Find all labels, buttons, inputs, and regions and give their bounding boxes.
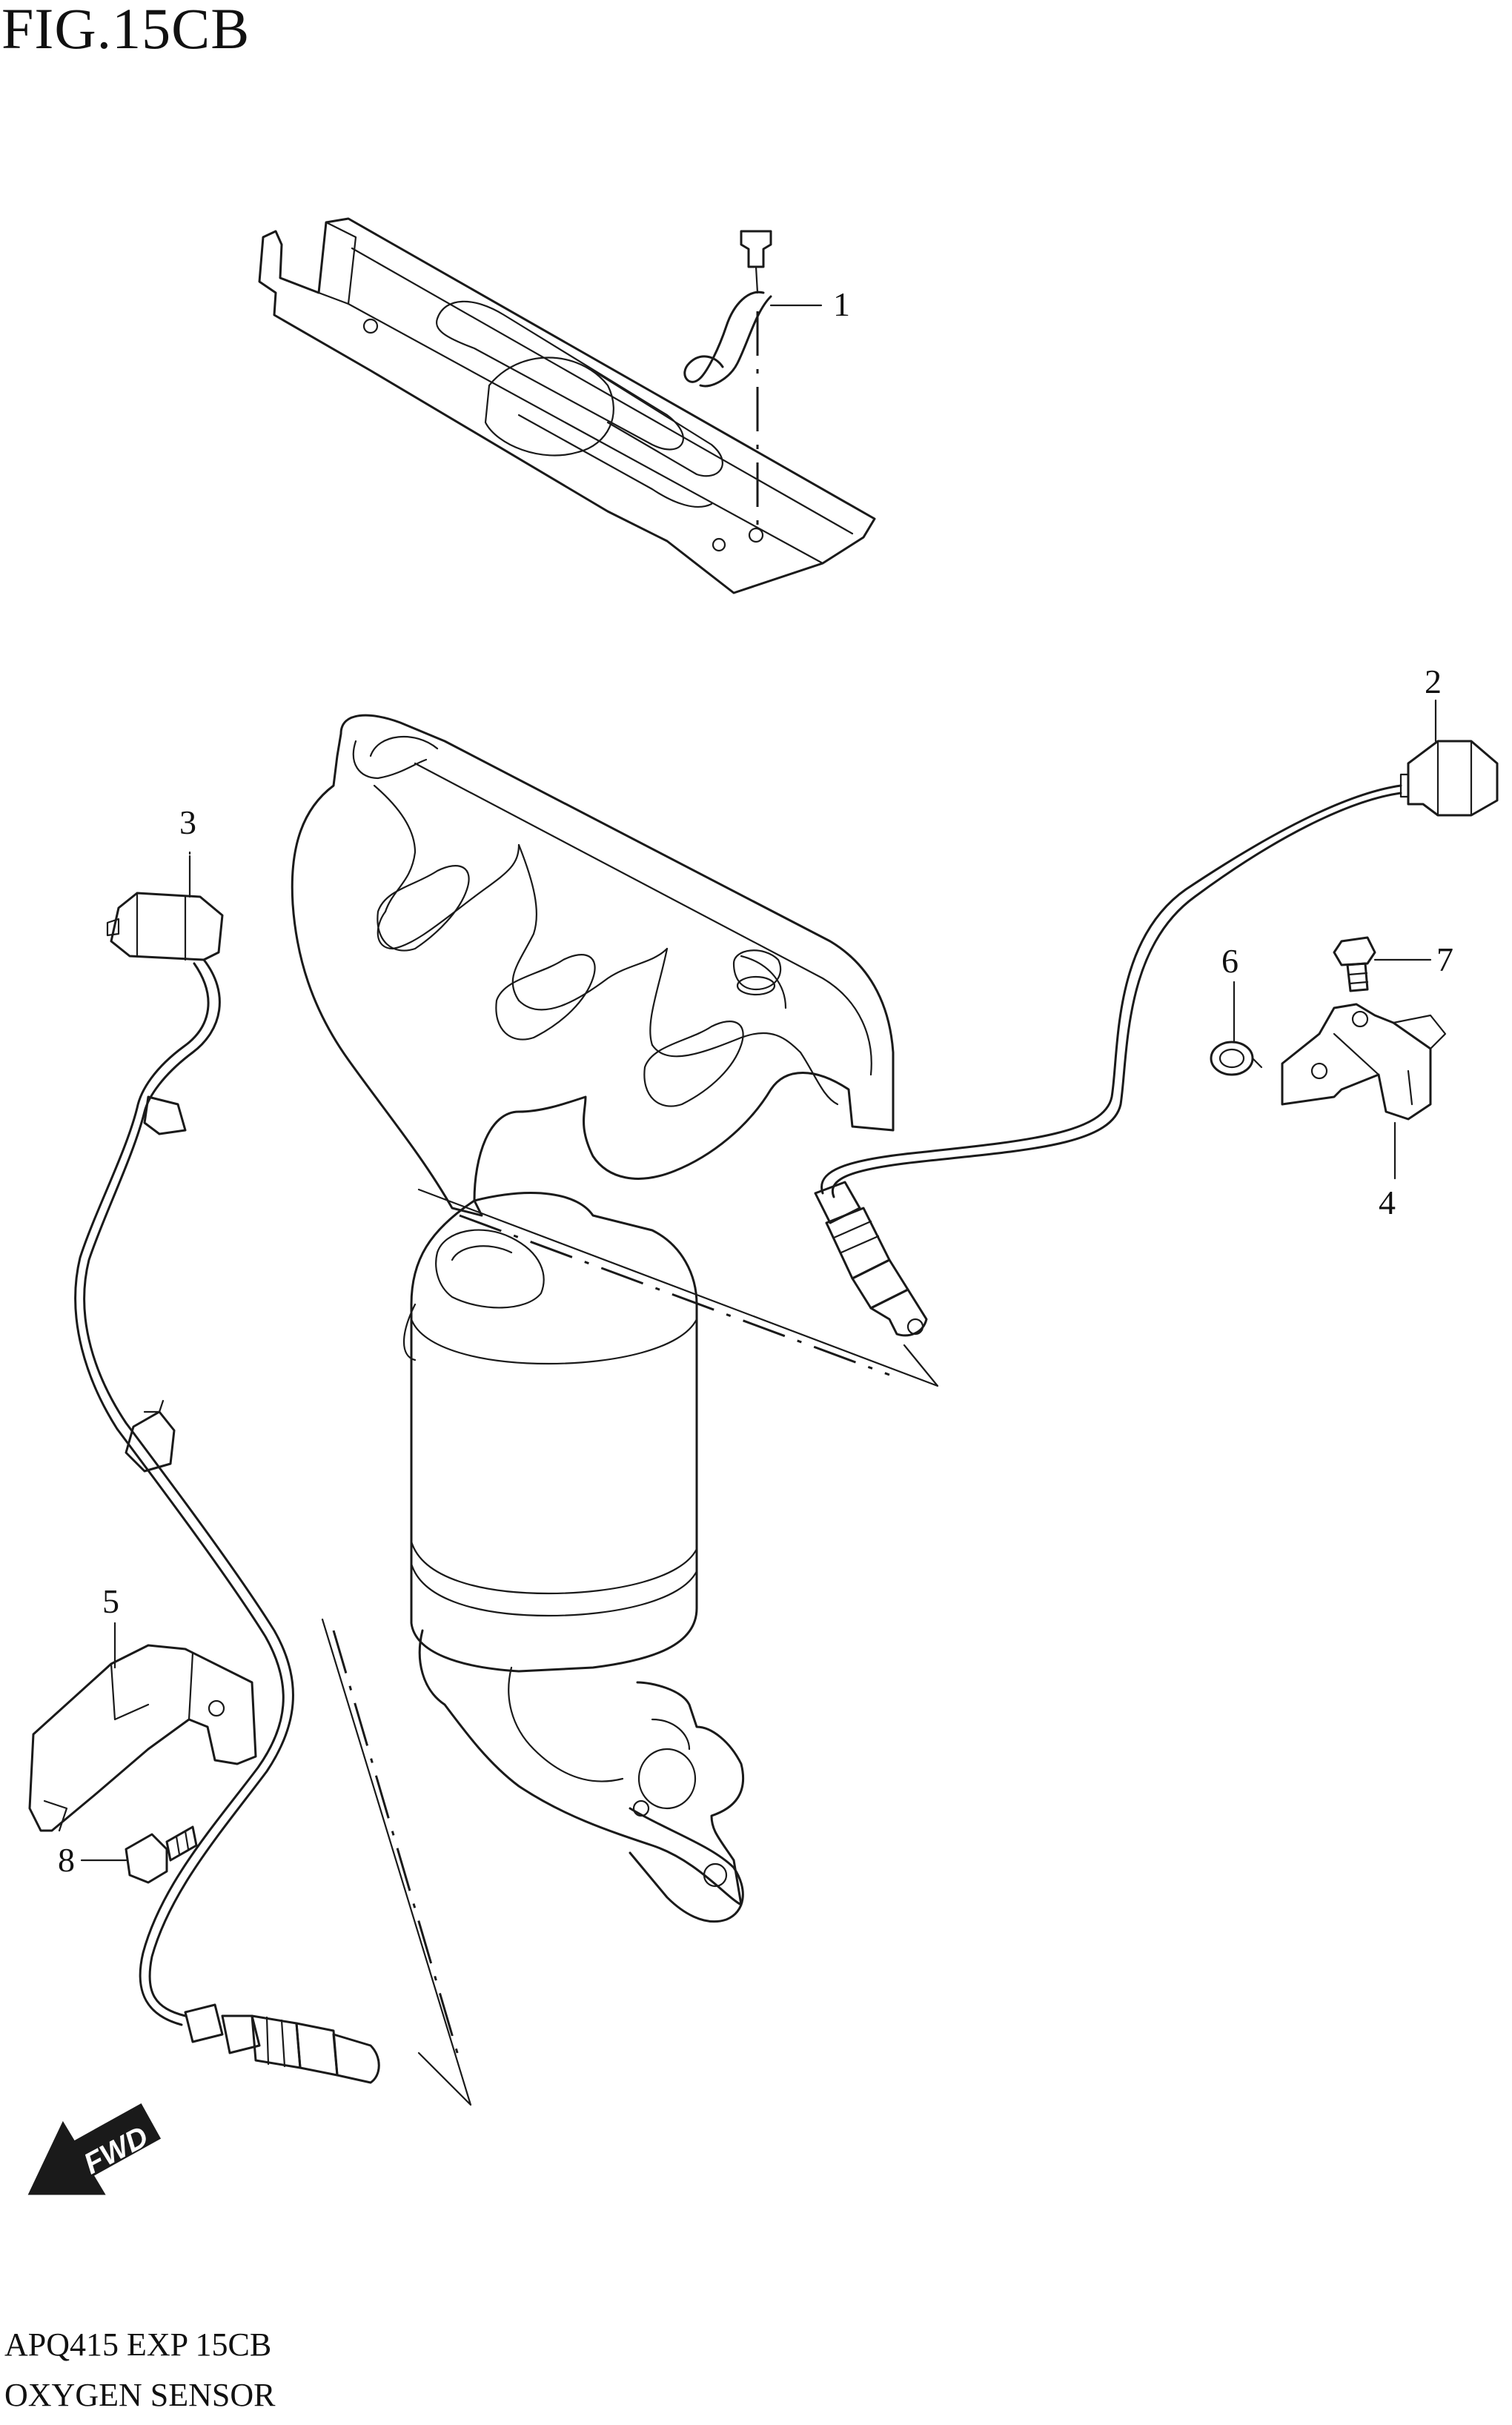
bracket-part-4: [1281, 1003, 1447, 1121]
oxygen-sensor-part-3: [74, 855, 380, 2084]
callout-2: 2: [1425, 663, 1442, 700]
fwd-arrow-icon: FWD: [27, 2103, 162, 2195]
figure-title: FIG.15CB: [1, 0, 251, 61]
reference-lines: [321, 1188, 939, 2106]
callout-5: 5: [102, 1582, 119, 1620]
bolt-part-7: [1333, 936, 1376, 992]
clamp-part-6: [1210, 1041, 1263, 1076]
heat-shield: [258, 217, 876, 594]
callout-3: 3: [179, 803, 196, 841]
footer-name: OXYGEN SENSOR: [4, 2377, 276, 2413]
callout-6: 6: [1221, 942, 1239, 980]
callout-7: 7: [1436, 941, 1453, 978]
callout-1: 1: [833, 285, 850, 323]
callout-8: 8: [58, 1841, 75, 1879]
exhaust-manifold: [291, 714, 895, 1217]
bracket-part-5: [28, 1644, 257, 1832]
catalytic-converter: [402, 1192, 745, 1923]
footer-code: APQ415 EXP 15CB: [4, 2326, 272, 2363]
bolt-part-8: [125, 1825, 198, 1884]
callout-4: 4: [1379, 1184, 1396, 1221]
clip-bolt-part-1: [683, 230, 772, 534]
oxygen-sensor-part-2: [814, 740, 1499, 1337]
